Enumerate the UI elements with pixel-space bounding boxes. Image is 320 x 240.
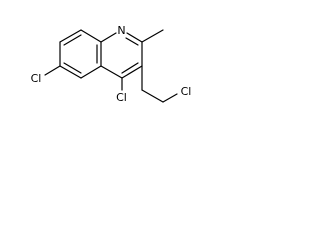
atom-labels: N Cl Cl Cl — [31, 24, 192, 104]
bond-n1-c2 — [126, 32, 143, 43]
structure-canvas: N Cl Cl Cl — [0, 0, 203, 125]
bond-c3-c4 — [121, 65, 143, 79]
double-bond-n1-c2 — [125, 37, 139, 46]
double-bond-c6-c5 — [63, 62, 82, 74]
atom-label-cl-6: Cl — [31, 72, 42, 85]
atom-label-n1: N — [117, 24, 125, 37]
atom-label-cl-ethyl: Cl — [181, 85, 192, 98]
bond-c8-c7 — [59, 29, 82, 43]
double-bond-c3-c4 — [121, 62, 139, 74]
bond-c2-methyl — [141, 29, 164, 43]
atom-label-cl-4: Cl — [116, 91, 127, 104]
chemical-structure: N Cl Cl Cl — [31, 24, 192, 104]
bond-lines — [44, 29, 178, 103]
bond-ch2-cl — [162, 93, 178, 103]
bond-c8a-n1 — [100, 32, 117, 43]
bond-c6-c5 — [59, 65, 82, 79]
bond-c5-c4a — [80, 65, 102, 79]
bond-ch2-ch2 — [141, 89, 164, 103]
double-bond-c8-c7 — [63, 34, 82, 46]
bond-c8a-c8 — [80, 29, 102, 43]
bond-c6-cl — [44, 65, 61, 76]
bond-c4-c4a — [100, 65, 123, 79]
